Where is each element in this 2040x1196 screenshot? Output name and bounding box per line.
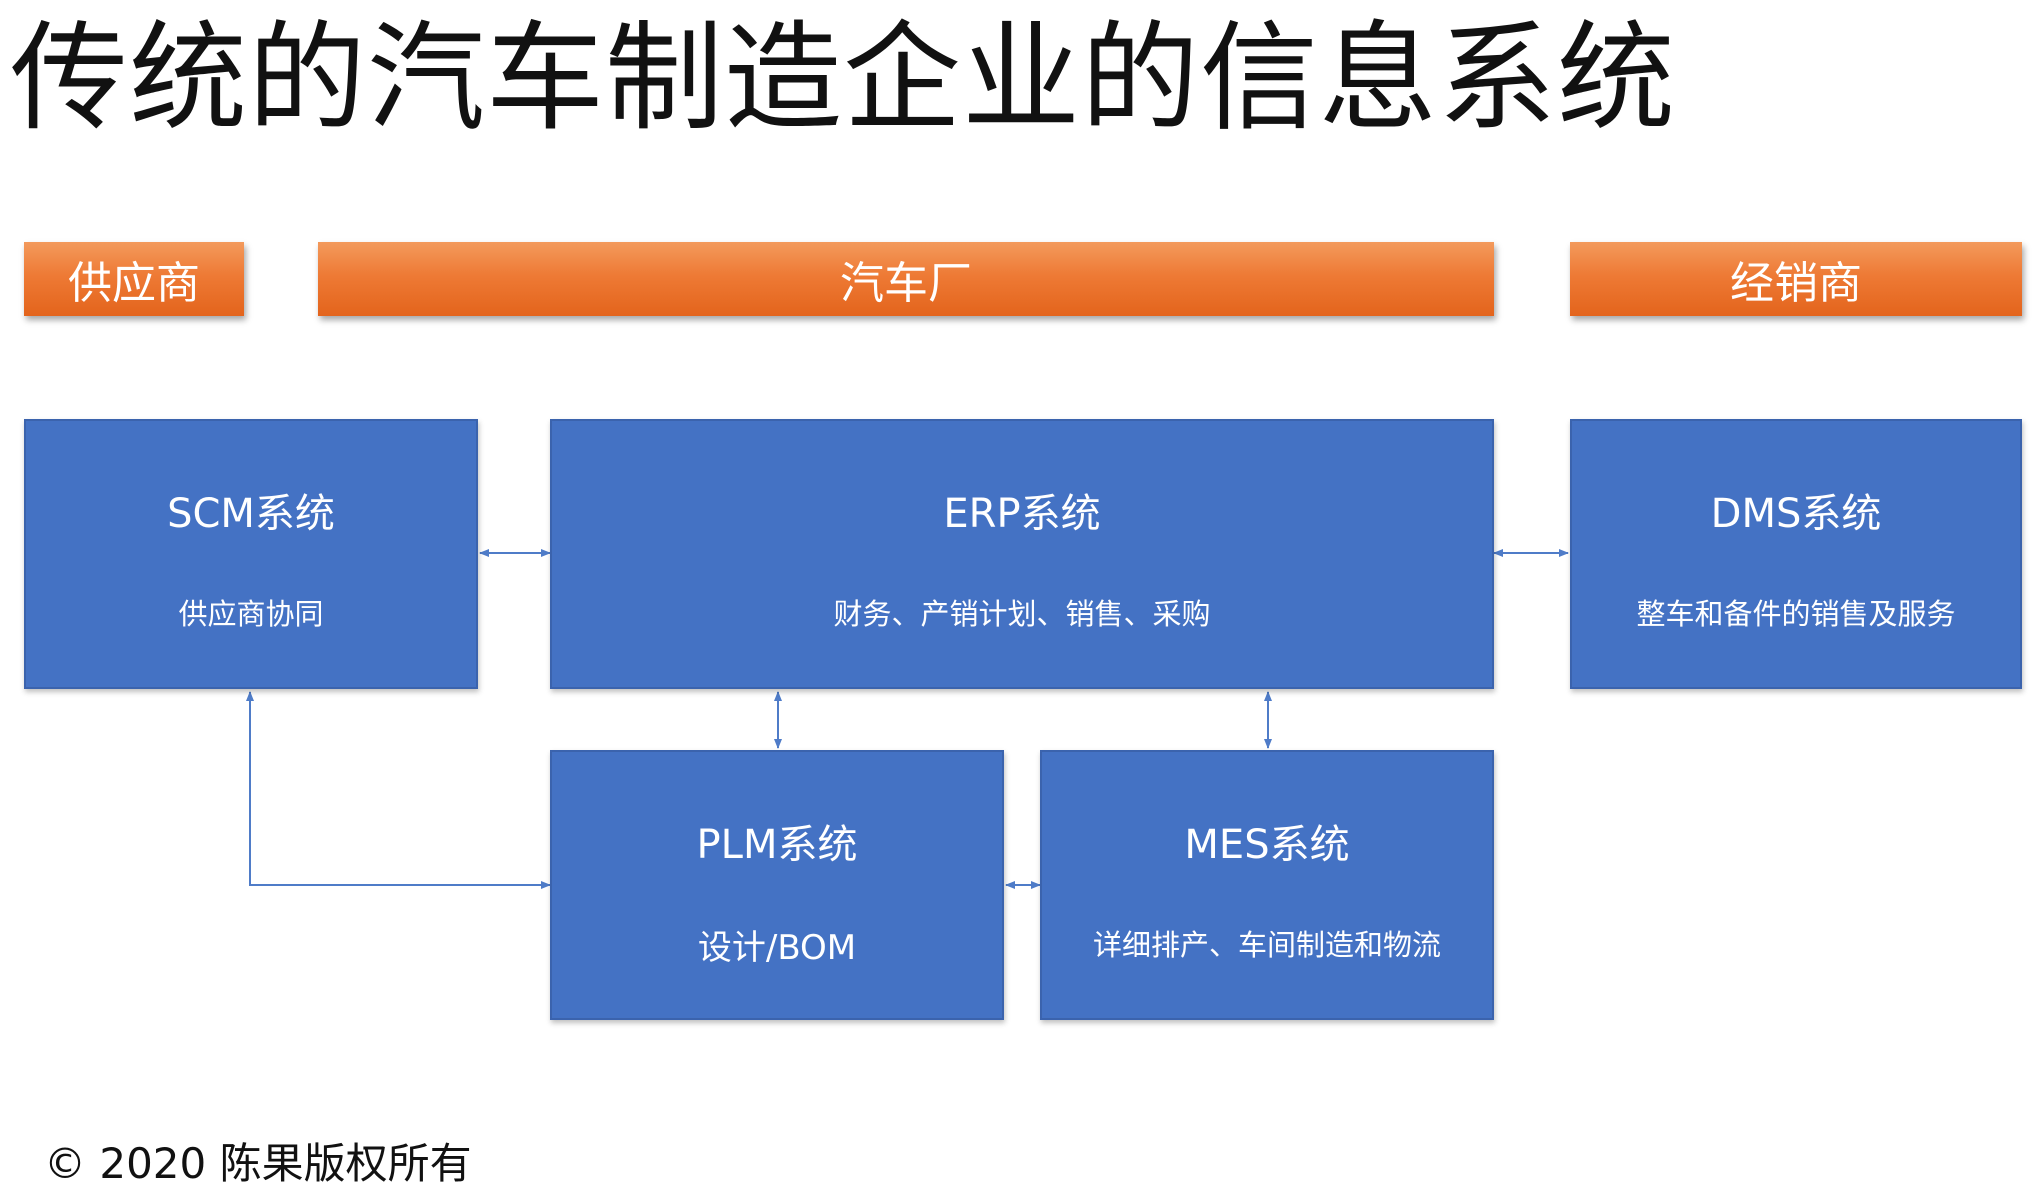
band-automaker: 汽车厂 <box>318 242 1494 316</box>
mes-system-name: MES系统 <box>1184 822 1350 868</box>
band-dealer-label: 经销商 <box>1730 258 1862 309</box>
plm-system-name: PLM系统 <box>696 822 858 868</box>
dms-system-box: DMS系统 整车和备件的销售及服务 <box>1570 419 2022 689</box>
copyright-notice: © 2020 陈果版权所有 <box>44 1139 472 1188</box>
connector-scm-plm <box>246 691 551 889</box>
erp-system-name: ERP系统 <box>943 491 1101 537</box>
mes-system-desc: 详细排产、车间制造和物流 <box>1092 928 1441 962</box>
band-automaker-label: 汽车厂 <box>840 258 972 309</box>
plm-system-desc: 设计/BOM <box>697 928 857 968</box>
plm-system-box: PLM系统 设计/BOM <box>550 750 1004 1020</box>
erp-system-box: ERP系统 财务、产销计划、销售、采购 <box>550 419 1494 689</box>
band-dealer: 经销商 <box>1570 242 2022 316</box>
scm-system-box: SCM系统 供应商协同 <box>24 419 478 689</box>
erp-system-desc: 财务、产销计划、销售、采购 <box>833 597 1211 631</box>
scm-system-desc: 供应商协同 <box>178 597 324 631</box>
band-supplier: 供应商 <box>24 242 244 316</box>
dms-system-name: DMS系统 <box>1710 491 1882 537</box>
band-supplier-label: 供应商 <box>68 258 200 309</box>
page-title: 传统的汽车制造企业的信息系统 <box>10 9 1677 147</box>
dms-system-desc: 整车和备件的销售及服务 <box>1636 597 1956 631</box>
scm-system-name: SCM系统 <box>167 491 335 537</box>
mes-system-box: MES系统 详细排产、车间制造和物流 <box>1040 750 1494 1020</box>
